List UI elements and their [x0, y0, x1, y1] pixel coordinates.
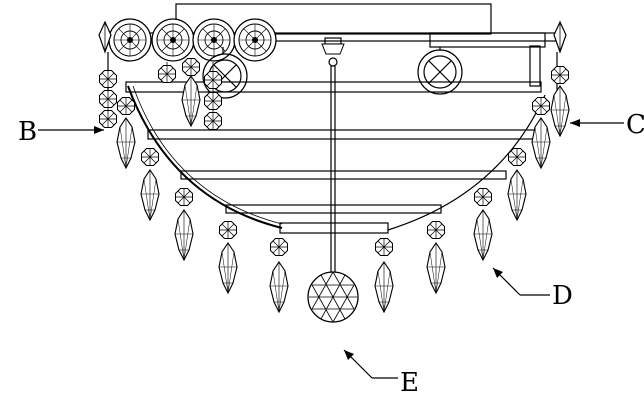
center-finial-icon	[321, 37, 345, 275]
bowl-outline	[127, 85, 546, 231]
crystal-pendant-icon	[181, 75, 201, 127]
bulb-icon	[417, 47, 463, 95]
label-c: C	[626, 110, 644, 140]
pendant-left-2	[140, 148, 160, 221]
callout-b: B	[18, 117, 104, 147]
callout-e: E	[343, 349, 419, 398]
bead-strands	[99, 58, 222, 130]
crystal-sphere-icon	[307, 271, 359, 323]
pendant-right-5	[531, 97, 551, 169]
pendant-right-2	[426, 221, 446, 294]
pendant-right-4	[507, 148, 527, 221]
pendant-right-1	[374, 238, 394, 313]
rosette-row	[108, 18, 277, 62]
label-d: D	[552, 281, 573, 311]
pendant-left-5	[269, 238, 289, 313]
label-e: E	[400, 368, 419, 398]
callout-c: C	[570, 110, 644, 140]
callout-d: D	[492, 267, 573, 311]
pendant-right-6	[550, 66, 570, 137]
pendant-left-1	[116, 97, 136, 169]
pendant-right-3	[473, 188, 493, 261]
label-b: B	[18, 117, 37, 147]
pendant-left-3	[174, 188, 194, 261]
right-post	[529, 45, 541, 87]
pendant-left-4	[218, 221, 238, 294]
